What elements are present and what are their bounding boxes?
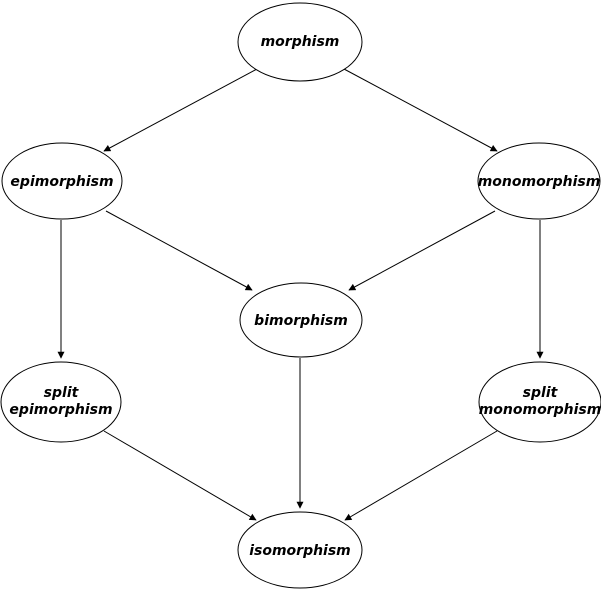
node-split-epimorphism-label-line2: epimorphism xyxy=(9,402,112,418)
node-epimorphism-ellipse xyxy=(1,142,123,220)
edge-monomorphism-to-bimorphism xyxy=(348,210,496,291)
node-morphism-label: morphism xyxy=(261,34,340,50)
node-bimorphism: bimorphism xyxy=(239,282,363,358)
edge-split-monomorphism-to-isomorphism xyxy=(344,430,498,521)
node-bimorphism-label: bimorphism xyxy=(254,313,348,329)
node-split-epimorphism-ellipse xyxy=(0,361,122,443)
node-monomorphism: monomorphism xyxy=(477,142,601,220)
node-bimorphism-ellipse xyxy=(239,282,363,358)
node-isomorphism-ellipse xyxy=(237,511,363,589)
node-split-monomorphism-label-line1: split xyxy=(523,385,559,401)
node-split-monomorphism-ellipse xyxy=(478,361,601,443)
node-isomorphism: isomorphism xyxy=(237,511,363,589)
node-split-epimorphism: split epimorphism xyxy=(0,361,122,443)
node-isomorphism-label: isomorphism xyxy=(249,543,351,559)
edge-split-epimorphism-to-isomorphism xyxy=(103,430,257,521)
node-split-monomorphism-label-line2: monomorphism xyxy=(479,402,601,418)
node-epimorphism: epimorphism xyxy=(1,142,123,220)
node-split-epimorphism-label-line1: split xyxy=(44,385,80,401)
node-epimorphism-label: epimorphism xyxy=(10,174,113,190)
node-morphism: morphism xyxy=(237,2,363,82)
edge-morphism-to-epimorphism xyxy=(103,68,258,152)
node-morphism-ellipse xyxy=(237,2,363,82)
node-monomorphism-label: monomorphism xyxy=(478,174,601,190)
edge-morphism-to-monomorphism xyxy=(343,68,498,152)
node-monomorphism-ellipse xyxy=(477,142,601,220)
edge-epimorphism-to-bimorphism xyxy=(105,210,253,291)
node-split-monomorphism: split monomorphism xyxy=(478,361,601,443)
